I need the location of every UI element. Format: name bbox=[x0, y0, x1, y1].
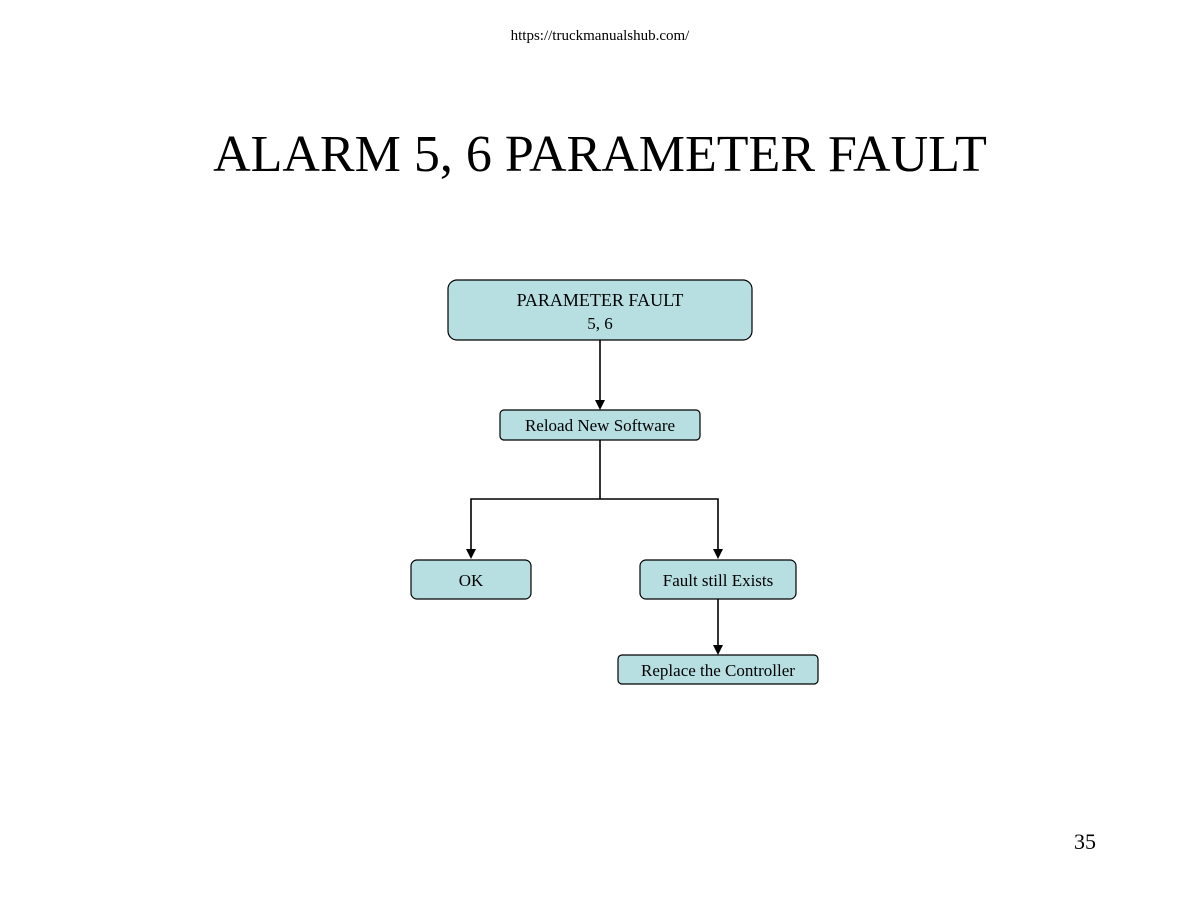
node-ok-label: OK bbox=[459, 571, 484, 590]
node-parameter-fault: PARAMETER FAULT 5, 6 bbox=[447, 279, 753, 341]
node-parameter-fault-label: PARAMETER FAULT bbox=[517, 290, 684, 310]
source-url: https://truckmanualshub.com/ bbox=[510, 28, 690, 44]
node-fault-still-exists-label: Fault still Exists bbox=[663, 571, 774, 590]
arrow-fault-to-reload bbox=[595, 340, 605, 410]
branch-connector bbox=[470, 440, 719, 550]
node-fault-still-exists: Fault still Exists bbox=[639, 559, 797, 600]
page-number: 35 bbox=[1074, 829, 1096, 854]
node-ok: OK bbox=[410, 559, 532, 600]
arrow-reload-to-ok bbox=[466, 549, 476, 559]
node-reload-software: Reload New Software bbox=[499, 409, 701, 441]
arrow-reload-to-fault-exists bbox=[713, 549, 723, 559]
node-replace-controller: Replace the Controller bbox=[617, 654, 819, 685]
node-parameter-fault-codes: 5, 6 bbox=[587, 314, 613, 333]
node-reload-software-label: Reload New Software bbox=[525, 416, 675, 435]
slide-title: ALARM 5, 6 PARAMETER FAULT bbox=[213, 126, 987, 183]
arrow-fault-exists-to-replace bbox=[713, 599, 723, 655]
node-replace-controller-label: Replace the Controller bbox=[641, 661, 795, 680]
